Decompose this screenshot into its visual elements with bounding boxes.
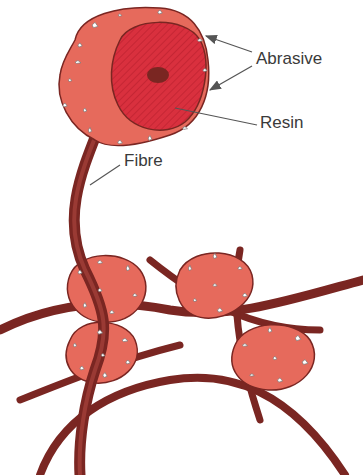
abrasive-grain (73, 343, 76, 347)
abrasive-grain (268, 328, 272, 333)
abrasive-grain (63, 103, 67, 107)
abrasive-grain (217, 308, 222, 312)
abrasive-grain (273, 356, 277, 360)
abrasive-grain (80, 366, 84, 370)
abrasive-grain (243, 293, 248, 297)
abrasive-grain (242, 344, 247, 347)
abrasive-grain (238, 266, 242, 269)
abrasive-grain (198, 39, 203, 42)
leader-lines (90, 36, 257, 185)
abrasive-grain (78, 43, 82, 47)
abrasive-grain (75, 61, 81, 64)
abrasive-grain (118, 140, 123, 144)
abrasive-grain (98, 330, 103, 334)
abrasive-grain (110, 310, 115, 313)
abrasive-grain (188, 265, 191, 270)
abrasive-grain (126, 360, 130, 364)
abrasive-grain (213, 284, 217, 287)
fibre-strand (74, 130, 104, 475)
abrasive-grain (83, 303, 86, 308)
abrasive-grain (250, 374, 255, 377)
abrasive-grain (295, 335, 301, 340)
abrasive-grain (88, 127, 91, 132)
abrasive-grain (193, 298, 196, 301)
abrasive-grain (122, 338, 128, 341)
abrasive-grain (98, 288, 102, 292)
abrasive-label: Abrasive (256, 50, 322, 69)
abrasive-grain (158, 10, 163, 14)
abrasive-grain (133, 293, 137, 296)
abrasive-grain (277, 378, 282, 382)
resin-globule-main (59, 7, 209, 145)
abrasive-grain (68, 78, 71, 81)
abrasive-grain (78, 270, 82, 274)
abrasive-grain (183, 127, 188, 130)
abrasive-grain (98, 260, 103, 263)
abrasive-grain (203, 68, 207, 71)
abrasive-grain (92, 22, 98, 27)
abrasive-grain (302, 360, 308, 365)
fibre-strand-highlight (74, 130, 104, 475)
abrasive-grain (103, 373, 107, 378)
abrasive-grain (126, 265, 130, 270)
resin-label: Resin (260, 114, 303, 133)
abrasive-grain (101, 353, 105, 356)
abrasive-grain (118, 14, 122, 17)
fibre-label: Fibre (124, 152, 163, 171)
fibre-network (0, 250, 363, 475)
abrasive-grain (83, 108, 86, 112)
abrasive-grain (148, 136, 152, 141)
abrasive-grain (213, 253, 217, 258)
